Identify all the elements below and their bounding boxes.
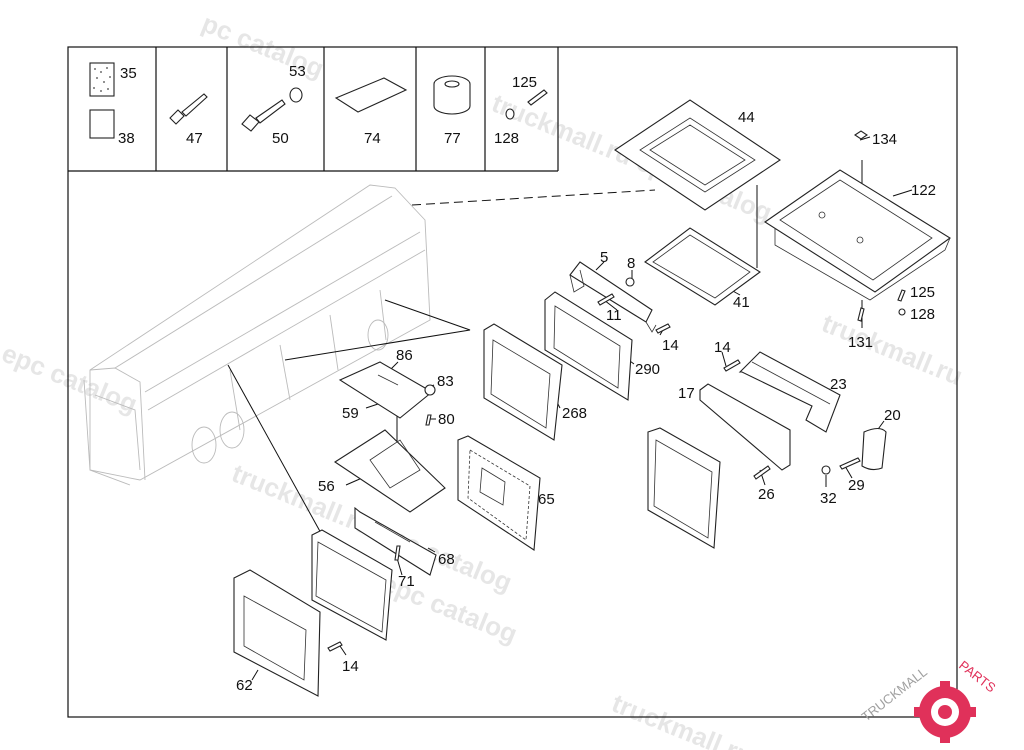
legend-label: 128 [494, 130, 519, 147]
part-14-screw-lower [327, 641, 343, 652]
part-65-mesh [457, 435, 541, 551]
part-290-frame [544, 291, 633, 401]
callout-41: 41 [733, 294, 750, 311]
part-134-clip [854, 130, 868, 140]
callout-14-bracket: 14 [662, 337, 679, 354]
callout-23: 23 [830, 376, 847, 393]
screw-125-icon [527, 89, 548, 106]
watermark-bottom: truckmall.ru [608, 688, 757, 750]
small-screws-bracket [597, 277, 671, 334]
part-41-panel [644, 227, 761, 306]
screw-47-icon [169, 93, 208, 125]
sheet-38-icon [89, 109, 115, 139]
small-screws-right [857, 289, 906, 322]
part-62-monitor [233, 569, 321, 697]
callout-labels: 44 134 122 5 8 41 11 14 125 128 131 290 … [236, 109, 936, 694]
leader-lines [227, 131, 913, 681]
callout-32: 32 [820, 490, 837, 507]
part-71-screw [394, 545, 401, 561]
callout-8: 8 [627, 255, 635, 272]
logo-text-parts: PARTS [956, 658, 999, 696]
callout-86: 86 [396, 347, 413, 364]
callout-122: 122 [911, 182, 936, 199]
callout-29: 29 [848, 477, 865, 494]
callout-68: 68 [438, 551, 455, 568]
callout-20: 20 [884, 407, 901, 424]
part-5-bracket [569, 261, 657, 333]
callout-128: 128 [910, 306, 935, 323]
callout-5: 5 [600, 249, 608, 266]
part-44-frame [614, 99, 781, 211]
grommet-77-icon [433, 75, 471, 115]
callout-14-channel: 14 [714, 339, 731, 356]
gear-logo-icon [914, 681, 976, 743]
part-56-mount [333, 429, 446, 513]
callout-268: 268 [562, 405, 587, 422]
truckmall-logo: TRUCKMALL PARTS [859, 658, 999, 743]
legend-label: 47 [186, 130, 203, 147]
watermark-top: pc catalog [198, 8, 328, 84]
washer-53-icon [289, 87, 303, 103]
legend-label: 38 [118, 130, 135, 147]
legend-parts [89, 62, 548, 139]
callout-14-lower: 14 [342, 658, 359, 675]
callout-134: 134 [872, 131, 897, 148]
part-122-housing [764, 169, 951, 301]
callout-290: 290 [635, 361, 660, 378]
small-screws-lower-right [723, 359, 861, 480]
part-268-frame [483, 323, 563, 441]
callout-71: 71 [398, 573, 415, 590]
callout-11: 11 [606, 307, 622, 324]
nut-128-icon [505, 108, 515, 120]
part-17-strip [699, 383, 791, 471]
callout-56: 56 [318, 478, 335, 495]
callout-62: 62 [236, 677, 253, 694]
legend-label: 35 [120, 65, 137, 82]
part-20-clamp [861, 427, 887, 471]
callout-131: 131 [848, 334, 873, 351]
callout-44: 44 [738, 109, 755, 126]
plate-74-icon [334, 77, 408, 113]
legend-label: 125 [512, 74, 537, 91]
callout-59: 59 [342, 405, 359, 422]
bolt-50-icon [241, 99, 286, 132]
legend-label-group: 35 38 47 53 50 74 77 125 128 [118, 63, 537, 147]
part-80-screw [425, 414, 432, 426]
legend-label: 77 [444, 130, 461, 147]
callout-83: 83 [437, 373, 454, 390]
legend-cell-separators [155, 47, 559, 171]
diagram-frame [67, 46, 958, 718]
part-screen-right [647, 427, 721, 549]
pad-35-icon [89, 62, 115, 97]
part-screen-lower [311, 529, 393, 641]
legend-label: 50 [272, 130, 289, 147]
bus-illustration [83, 184, 431, 486]
part-23-channel [738, 351, 841, 433]
callout-125: 125 [910, 284, 935, 301]
legend-label: 53 [289, 63, 306, 80]
callout-80: 80 [438, 411, 455, 428]
part-68-bracket [354, 506, 437, 576]
part-83-nut [424, 384, 436, 396]
callout-65: 65 [538, 491, 555, 508]
callout-17: 17 [678, 385, 695, 402]
legend-label: 74 [364, 130, 381, 147]
callout-26: 26 [758, 486, 775, 503]
